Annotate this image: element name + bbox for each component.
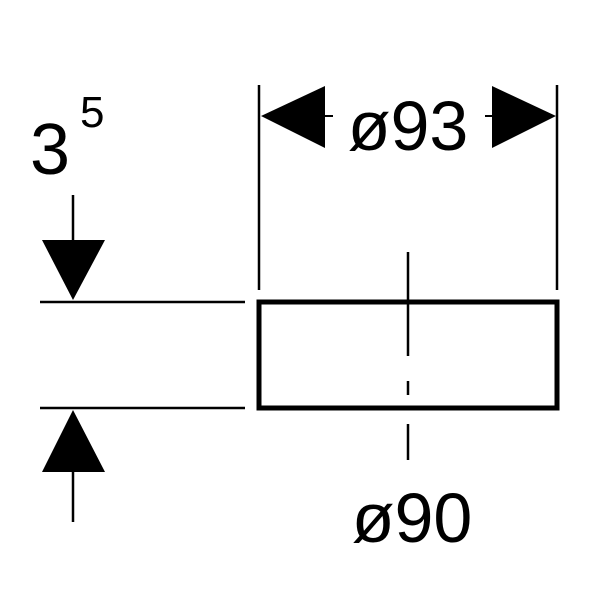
- arrow-right-icon: [492, 86, 556, 148]
- arrow-up-icon: [42, 410, 105, 472]
- height-label: 3: [30, 110, 70, 190]
- height-label-superscript: 5: [80, 88, 104, 137]
- outer-diameter-dimension: ø93: [257, 85, 559, 290]
- outer-diameter-label: ø93: [348, 87, 469, 165]
- inner-diameter-label: ø90: [352, 479, 473, 557]
- height-dimension: 3 5: [30, 88, 245, 522]
- arrow-left-icon: [261, 86, 325, 148]
- arrow-down-icon: [42, 240, 105, 300]
